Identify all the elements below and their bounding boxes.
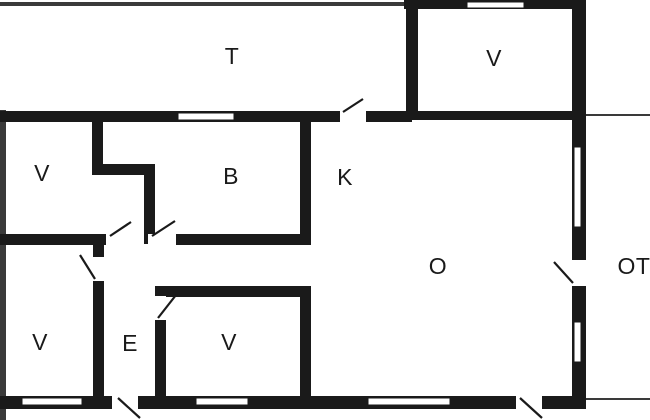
door-b-to-hall-leaf: [151, 220, 176, 237]
wall-vroom-top-left-vert: [406, 0, 418, 120]
wall-b-left-vert: [144, 164, 155, 244]
door-e-to-v-left-opening: [93, 257, 104, 281]
room-label-o: O: [429, 253, 447, 279]
wall-ot-edge-line-lower: [586, 398, 650, 400]
window-bottom-vlowmid: [195, 397, 249, 406]
door-e-to-v-lowmid: [155, 294, 177, 320]
door-b-to-hall-opening: [148, 234, 176, 245]
wall-vlowmid-right-vert: [300, 286, 311, 404]
wall-vlowmid-left-vert: [155, 286, 166, 404]
wall-e-left-vert: [93, 234, 104, 406]
door-t-to-k-leaf: [342, 98, 364, 113]
wall-horizontal-right-of-v: [412, 111, 586, 120]
wall-vlowmid-top-horiz: [155, 286, 311, 297]
door-b-to-hall: [148, 220, 176, 245]
window-t-bottom: [177, 112, 235, 121]
wall-horiz-mid-b-bottom: [176, 234, 311, 245]
wall-ot-edge-line-upper: [586, 114, 650, 116]
door-bottom-entry-e-opening: [112, 396, 138, 409]
wall-exterior-top-thin: [0, 2, 404, 6]
window-bottom-left: [21, 397, 83, 406]
room-label-v-top-right: V: [486, 45, 502, 71]
door-right-to-ot-opening: [572, 260, 586, 286]
room-label-k: K: [337, 164, 353, 190]
room-label-v-low-mid: V: [221, 329, 237, 355]
window-right-lower: [573, 321, 582, 363]
doors-layer: [79, 98, 586, 419]
door-v-mid-left-to-e-opening: [106, 234, 134, 245]
room-label-b: B: [223, 163, 239, 189]
wall-exterior-bottom: [0, 396, 586, 409]
door-t-to-k-opening: [340, 111, 366, 122]
window-bottom-o: [367, 397, 451, 406]
wall-horiz-mid-left: [0, 234, 106, 245]
door-e-to-v-lowmid-leaf: [157, 294, 177, 319]
door-right-to-ot: [553, 260, 586, 286]
door-e-to-v-lowmid-opening: [155, 296, 166, 320]
door-t-to-k: [340, 98, 366, 122]
room-label-v-mid-left: V: [34, 160, 50, 186]
wall-b-right-vert: [300, 121, 311, 244]
wall-exterior-left: [0, 110, 6, 420]
door-bottom-entry-e: [112, 396, 141, 419]
door-bottom-entry-e-leaf: [117, 397, 141, 419]
door-v-mid-left-to-e-leaf: [109, 221, 132, 237]
wall-v-b-divider-horiz: [92, 164, 150, 175]
door-bottom-entry-o: [516, 396, 543, 419]
room-labels-layer: T V V B K O OT V E V: [32, 43, 650, 356]
windows-layer: [21, 1, 582, 406]
wall-v-b-divider-vert-upper: [92, 121, 103, 171]
door-right-to-ot-leaf: [553, 261, 574, 284]
door-e-to-v-left-leaf: [79, 254, 96, 280]
window-right-upper: [573, 146, 582, 228]
room-label-v-low-left: V: [32, 329, 48, 355]
room-label-e: E: [122, 330, 138, 356]
room-label-ot: OT: [618, 253, 650, 279]
door-v-mid-left-to-e: [106, 221, 134, 245]
door-e-to-v-left: [79, 254, 104, 281]
room-label-t: T: [225, 43, 240, 69]
door-bottom-entry-o-leaf: [519, 397, 543, 419]
window-v-top-right-top: [466, 1, 525, 9]
